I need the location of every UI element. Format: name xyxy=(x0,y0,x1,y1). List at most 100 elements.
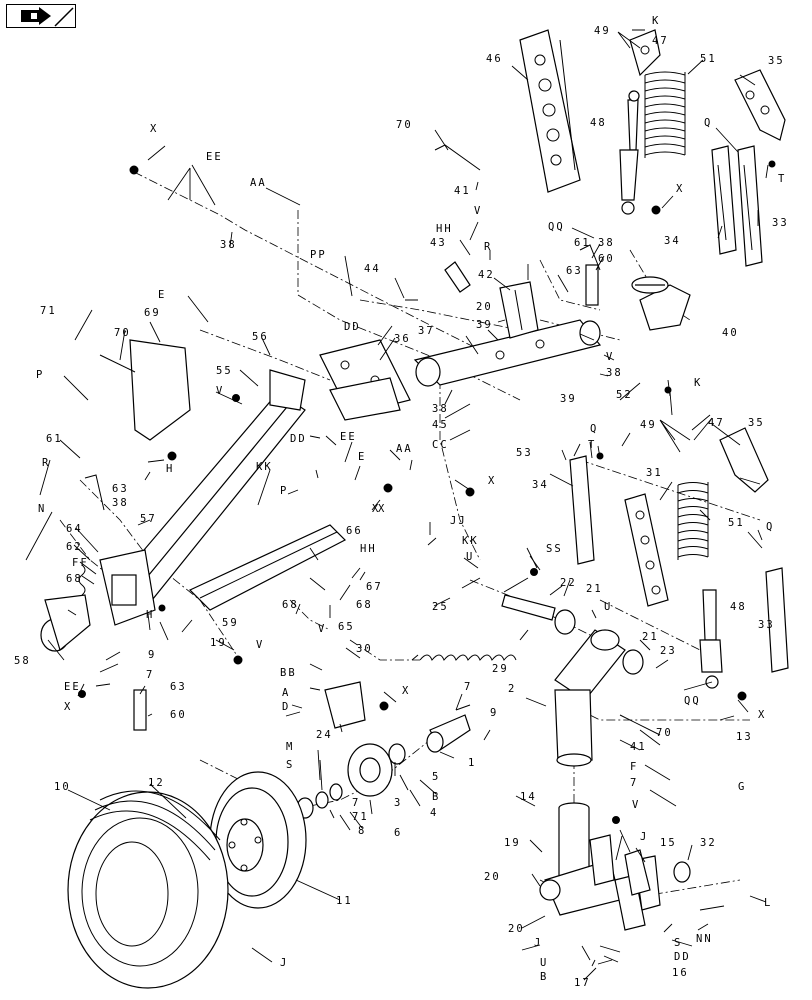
callout-42: 42 xyxy=(478,269,495,281)
callout-38: 38 xyxy=(112,497,129,509)
part-35-lower xyxy=(719,427,769,493)
callout-24: 23 xyxy=(660,645,677,657)
callout-9: 9 xyxy=(490,707,498,719)
callout-40: 40 xyxy=(722,327,739,339)
part-36-plate xyxy=(319,339,411,421)
callout-V: U xyxy=(540,957,548,969)
callout-17: 17 xyxy=(574,977,591,989)
callout-1: 1 xyxy=(468,757,476,769)
callout-37: 37 xyxy=(418,325,435,337)
callout-25: 25 xyxy=(432,601,449,613)
callout-51: 51 xyxy=(700,53,717,65)
part-68-70-tool xyxy=(99,339,191,441)
callout-GG: G xyxy=(738,781,746,793)
callout-47: 47 xyxy=(652,35,669,47)
callout-Z: X xyxy=(488,475,496,487)
callout-58: 60 xyxy=(170,709,187,721)
callout-R: R xyxy=(484,241,492,253)
callout-68: 69 xyxy=(144,307,161,319)
callout-Q: Q xyxy=(590,423,598,435)
part-3-hub xyxy=(347,743,406,797)
callout-8: 8 xyxy=(358,825,366,837)
callout-L: KK xyxy=(256,461,273,473)
callout-21: 20 xyxy=(508,923,525,935)
callout-19: 19 xyxy=(504,837,521,849)
callout-22: 21 xyxy=(642,631,659,643)
callout-5: 5 xyxy=(432,771,440,783)
callout-QQ: QQ xyxy=(684,695,701,707)
back-navigation-button[interactable] xyxy=(6,4,76,28)
callout-Y: V xyxy=(606,351,614,363)
part-21-pivot-assembly xyxy=(539,834,621,916)
part-2-wheel-arm xyxy=(554,629,626,767)
callout-Z: X xyxy=(676,183,684,195)
part-37-swing-arm xyxy=(413,319,602,387)
callout-49: 49 xyxy=(640,419,657,431)
callout-41: 41 xyxy=(454,185,471,197)
callout-63: 59 xyxy=(222,617,239,629)
part-58-tube-lower xyxy=(133,689,147,731)
part-1-spindle xyxy=(426,704,471,753)
callout-X: U xyxy=(604,601,612,613)
callout-U: T xyxy=(588,439,596,451)
callout-7: 7 xyxy=(630,777,638,789)
callout-13: 13 xyxy=(736,731,753,743)
callout-Y: V xyxy=(474,205,482,217)
callout-Z: X xyxy=(378,503,386,515)
callout-29: 29 xyxy=(492,663,509,675)
callout-7: 7 xyxy=(352,797,360,809)
part-48-shock-lower xyxy=(699,589,723,689)
callout-L: KK xyxy=(462,535,479,547)
callout-36: 36 xyxy=(394,333,411,345)
callout-J: J xyxy=(640,831,648,843)
callout-NN: NN xyxy=(696,933,713,945)
part-62-bracket-assembly xyxy=(78,549,156,626)
part-51-spring-upper xyxy=(644,71,686,158)
part-43-44-parts xyxy=(405,261,471,301)
part-15-32-parts xyxy=(624,849,691,896)
callout-48: 48 xyxy=(730,601,747,613)
callout-6: 6 xyxy=(394,827,402,839)
callout-35: 35 xyxy=(748,417,765,429)
callout-16: 16 xyxy=(672,967,689,979)
part-51-spring-lower xyxy=(677,482,709,560)
part-28-bracket xyxy=(324,681,366,729)
callout-69: 70 xyxy=(396,119,413,131)
callout-KK: K xyxy=(652,15,660,27)
callout-B: B xyxy=(540,971,548,983)
part-59-rods xyxy=(84,244,601,511)
callout-52: 52 xyxy=(616,389,633,401)
callout-66: 67 xyxy=(366,581,383,593)
callout-56: 57 xyxy=(140,513,157,525)
callout-Q: Q xyxy=(766,521,774,533)
callout-JJ: J xyxy=(280,957,288,969)
callout-BB: BB xyxy=(280,667,297,679)
callout-J: J xyxy=(534,937,542,949)
callout-FF: F xyxy=(630,761,638,773)
callout-23: 22 xyxy=(560,577,577,589)
callout-62: 64 xyxy=(66,523,83,535)
callout-3: 3 xyxy=(394,797,402,809)
part-47-49-mount-upper xyxy=(629,29,661,77)
callout-Y: V xyxy=(256,639,264,651)
callout-61: 63 xyxy=(566,265,583,277)
callout-59: 61 xyxy=(46,433,63,445)
callout-60: 62 xyxy=(66,541,83,553)
callout-E: DD xyxy=(674,951,691,963)
callout-44: 44 xyxy=(364,263,381,275)
callout-A: A xyxy=(282,687,290,699)
callout-32: 32 xyxy=(700,837,717,849)
callout-67: 68 xyxy=(282,599,299,611)
hardware-dots xyxy=(78,160,776,824)
part-29-spring xyxy=(411,629,529,661)
callout-39: 39 xyxy=(476,319,493,331)
callout-Y: V xyxy=(318,623,326,635)
part-63-lower-frame xyxy=(188,524,347,611)
callout-EE: E xyxy=(158,289,166,301)
callout-Z: X xyxy=(758,709,766,721)
callout-71: B xyxy=(432,791,440,803)
callout-30: 30 xyxy=(356,643,373,655)
callout-45: 45 xyxy=(432,419,449,431)
callout-15: 15 xyxy=(660,837,677,849)
callout-43: 43 xyxy=(430,237,447,249)
